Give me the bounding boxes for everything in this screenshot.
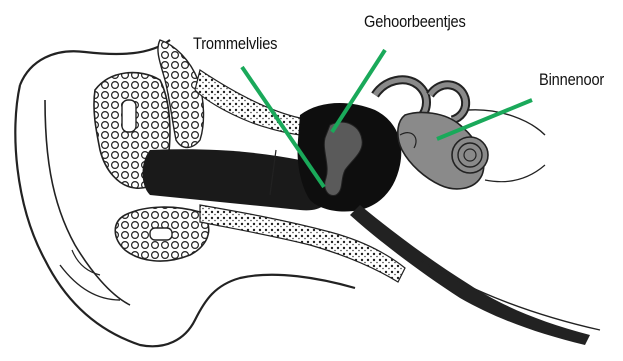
label-ossicles: Gehoorbeentjes — [364, 12, 466, 32]
label-inner-ear: Binnenoor — [539, 70, 604, 90]
label-eardrum: Trommelvlies — [193, 34, 277, 54]
inner-ear — [375, 80, 545, 189]
